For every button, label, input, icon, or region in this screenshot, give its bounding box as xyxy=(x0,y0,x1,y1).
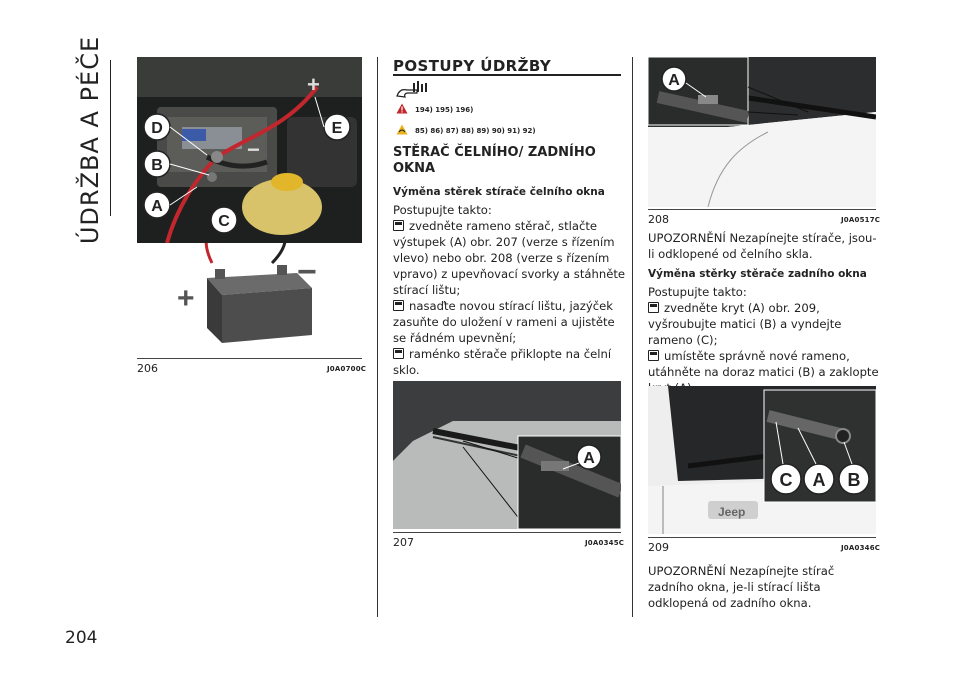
chapter-title-text: ÚDRŽBA A PÉČE xyxy=(76,35,104,245)
warning-2: UPOZORNĚNÍ Nezapínejte stírač zadního ok… xyxy=(648,564,835,610)
windshield-wiper-illustration: A xyxy=(393,381,621,529)
section-title-rule xyxy=(393,74,621,76)
callout-a xyxy=(661,66,687,92)
fig206-caption-rule xyxy=(137,358,362,359)
callout-d-label: D xyxy=(151,120,163,137)
svg-text:Jeep: Jeep xyxy=(718,505,745,519)
list-item: zvedněte rameno stěrač, stlačte výstupek… xyxy=(393,218,625,298)
callout-c xyxy=(770,463,802,495)
fig206-plus-sign: + xyxy=(307,72,320,97)
bullet-icon xyxy=(393,300,404,311)
column-divider-2 xyxy=(632,57,633,617)
callout-a-label: A xyxy=(151,198,163,215)
step-text: nasaďte novou stírací lištu, jazýček zas… xyxy=(393,299,615,345)
battery-plus-sign: + xyxy=(177,282,195,315)
fig206-code: J0A0700C xyxy=(327,365,367,373)
list-item: nasaďte novou stírací lištu, jazýček zas… xyxy=(393,298,625,346)
list-item: zvedněte kryt (A) obr. 209, vyšroubujte … xyxy=(648,300,880,348)
subsection1-intro: Postupujte takto: xyxy=(393,203,492,217)
callout-a-label: A xyxy=(583,450,595,467)
fig207-number: 207 xyxy=(393,536,414,549)
bullet-icon xyxy=(393,348,404,359)
engine-bay-illustration: + − D E B A C xyxy=(137,57,362,243)
fig209-caption-rule xyxy=(648,537,876,538)
page-number: 204 xyxy=(65,628,98,648)
subsection2-body: Postupujte takto: zvedněte kryt (A) obr.… xyxy=(648,284,880,396)
callout-c-label: C xyxy=(780,470,793,490)
section-title: POSTUPY ÚDRŽBY xyxy=(393,57,552,75)
callout-a xyxy=(576,444,602,470)
fig209-number: 209 xyxy=(648,541,669,554)
fig207-caption-rule xyxy=(393,532,621,533)
step-text: raménko stěrače přiklopte na čelní sklo. xyxy=(393,347,612,377)
fig208-code: J0A0517C xyxy=(841,216,881,224)
battery-illustration: + − xyxy=(177,243,317,343)
subtitle: STĚRAČ ČELNÍHO/ ZADNÍHO OKNA xyxy=(393,145,596,176)
list-item: raménko stěrače přiklopte na čelní sklo. xyxy=(393,346,625,378)
chapter-rule xyxy=(110,60,111,216)
figure-206-photo: + − D E B A C xyxy=(137,57,362,243)
subsection1-title: Výměna stěrek stírače čelního okna xyxy=(393,186,605,198)
subsection2-title: Výměna stěrky stěrače zadního okna xyxy=(648,268,867,280)
column-divider-1 xyxy=(377,57,378,617)
bullet-icon xyxy=(648,350,659,361)
warning-1: UPOZORNĚNÍ Nezapínejte stírače, jsou-li … xyxy=(648,231,877,261)
callout-b xyxy=(838,463,870,495)
callout-c xyxy=(210,206,238,234)
rear-wiper-illustration: Jeep C A B xyxy=(648,386,876,534)
battery-minus-sign: − xyxy=(297,253,317,291)
bullet-icon xyxy=(648,302,659,313)
chapter-title: ÚDRŽBA A PÉČE xyxy=(60,36,120,244)
callout-e-label: E xyxy=(332,120,343,137)
step-text: zvedněte rameno stěrač, stlačte výstupek… xyxy=(393,219,626,297)
subsection2-intro: Postupujte takto: xyxy=(648,285,747,299)
warning-triangle-icon xyxy=(396,103,408,114)
callout-a-label: A xyxy=(668,72,680,89)
callout-a xyxy=(803,463,835,495)
callout-b-label: B xyxy=(848,470,861,490)
fig208-caption-rule xyxy=(648,209,876,210)
caution-triangle-icon xyxy=(396,124,408,135)
caution-refs: 85) 86) 87) 88) 89) 90) 91) 92) xyxy=(415,127,536,135)
fig207-code: J0A0345C xyxy=(585,539,625,547)
fig206-number: 206 xyxy=(137,362,158,375)
callout-b-label: B xyxy=(151,157,163,174)
step-text: zvedněte kryt (A) obr. 209, vyšroubujte … xyxy=(648,301,842,347)
callout-c-label: C xyxy=(218,213,230,230)
callout-a-label: A xyxy=(813,470,826,490)
warning-refs: 194) 195) 196) xyxy=(415,106,474,114)
windshield-wiper-rhd-illustration: A xyxy=(648,57,876,207)
fig206-minus-sign: − xyxy=(247,137,260,162)
figure-209-photo: Jeep C A B xyxy=(648,386,876,534)
fig209-code: J0A0346C xyxy=(841,544,881,552)
subsection1-body: Postupujte takto: zvedněte rameno stěrač… xyxy=(393,202,625,378)
bullet-icon xyxy=(393,220,404,231)
figure-208-photo: A xyxy=(648,57,876,207)
fig208-number: 208 xyxy=(648,213,669,226)
maintenance-hand-icon xyxy=(396,81,427,98)
figure-207-photo: A xyxy=(393,381,621,529)
